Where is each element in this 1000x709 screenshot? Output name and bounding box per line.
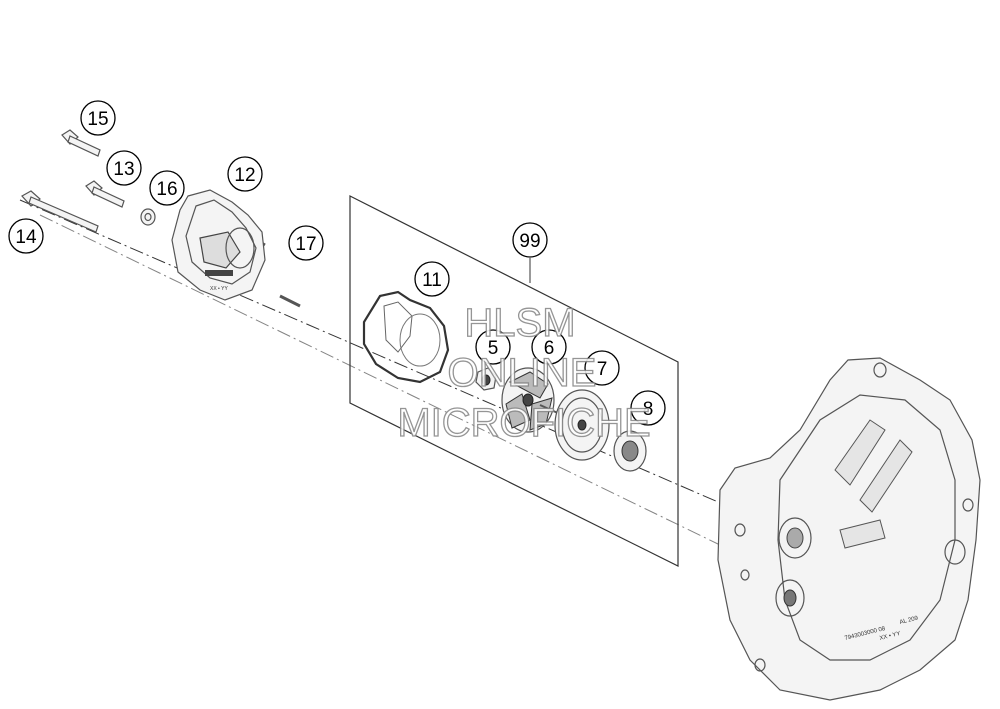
pump-cover-12: XX • YY xyxy=(171,189,266,301)
watermark-line3: MICROFICHE xyxy=(397,401,650,445)
seal-ring-8 xyxy=(613,430,647,472)
callout-7[interactable]: 7 xyxy=(584,350,620,386)
callout-16[interactable]: 16 xyxy=(149,170,185,206)
watermark-line2: ONLINE xyxy=(448,351,597,395)
callout-5[interactable]: 5 xyxy=(475,329,511,365)
case-yy: XX • YY xyxy=(879,631,901,642)
callout-6[interactable]: 6 xyxy=(531,329,567,365)
bolt-15 xyxy=(61,129,101,157)
callout-99-label: 99 xyxy=(519,231,540,252)
bolt-13 xyxy=(85,180,125,208)
callout-7-label: 7 xyxy=(597,359,608,380)
callout-17[interactable]: 17 xyxy=(288,225,324,261)
watermark: HLSM ONLINE MICROFICHE xyxy=(397,300,652,445)
bolt-14 xyxy=(21,190,99,233)
callout-15-label: 15 xyxy=(87,109,108,130)
callout-5-label: 5 xyxy=(488,338,499,359)
callout-11-label: 11 xyxy=(422,270,442,291)
callout-99[interactable]: 99 xyxy=(512,222,548,258)
callout-16-label: 16 xyxy=(156,179,177,200)
callout-11[interactable]: 11 xyxy=(414,261,450,297)
callout-8-label: 8 xyxy=(643,399,654,420)
callout-13[interactable]: 13 xyxy=(106,150,142,186)
callout-17-label: 17 xyxy=(295,234,316,255)
callout-12[interactable]: 12 xyxy=(227,156,263,192)
gasket-11 xyxy=(362,290,450,384)
seal-disc-7 xyxy=(554,389,610,461)
pump-cover-marking: XX • YY xyxy=(210,286,228,292)
assembly-axis xyxy=(19,199,726,506)
callout-14[interactable]: 14 xyxy=(8,218,44,254)
kit-99-box xyxy=(349,195,679,567)
nut-5 xyxy=(475,367,497,391)
callout-15[interactable]: 15 xyxy=(80,100,116,136)
callout-13-label: 13 xyxy=(113,159,134,180)
case-marking: AL 209 xyxy=(899,615,919,626)
watermark-line1: HLSM xyxy=(464,301,575,345)
callout-12-label: 12 xyxy=(234,165,255,186)
engine-cover: 7943003000 08 AL 209 XX • YY xyxy=(717,357,981,701)
impeller-6 xyxy=(501,367,555,433)
callout-8[interactable]: 8 xyxy=(630,390,666,426)
callout-14-label: 14 xyxy=(15,227,37,248)
washer-16 xyxy=(140,208,156,226)
assembly-axis-lower xyxy=(39,214,721,546)
callout-6-label: 6 xyxy=(544,338,555,359)
